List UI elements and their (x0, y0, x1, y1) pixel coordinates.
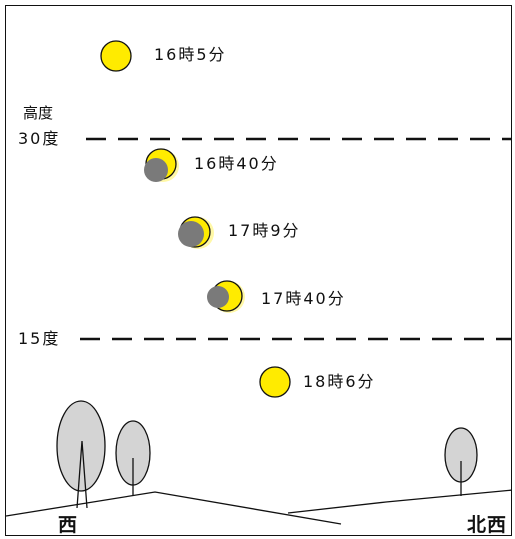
ground-right-hill (287, 489, 511, 514)
altitude-15-label: 15度 (18, 329, 61, 348)
direction-northwest: 北西 (467, 514, 508, 536)
sun-1806 (259, 366, 291, 398)
time-label-1709: 17時9分 (228, 221, 301, 240)
sun-1740 (207, 280, 245, 313)
time-label-1640: 16時40分 (194, 154, 279, 173)
sun-1605 (100, 40, 132, 72)
ground-left-hill (6, 491, 342, 525)
sun-1640 (144, 148, 179, 182)
direction-west: 西 (58, 514, 79, 536)
time-label-1740: 17時40分 (261, 289, 346, 308)
altitude-axis-title: 高度 (23, 104, 54, 122)
sun-1709 (178, 216, 214, 249)
tree-small-left (115, 420, 151, 496)
diagram-canvas (6, 40, 511, 525)
time-label-1605: 16時5分 (154, 45, 227, 64)
altitude-30-label: 30度 (18, 129, 61, 148)
time-label-1806: 18時6分 (303, 372, 376, 391)
tree-right (444, 427, 478, 496)
tree-large-left (56, 400, 106, 509)
diagram-frame: 高度 30度 15度 16時5分 16時40分 17時9分 17時40分 18時… (5, 5, 512, 536)
